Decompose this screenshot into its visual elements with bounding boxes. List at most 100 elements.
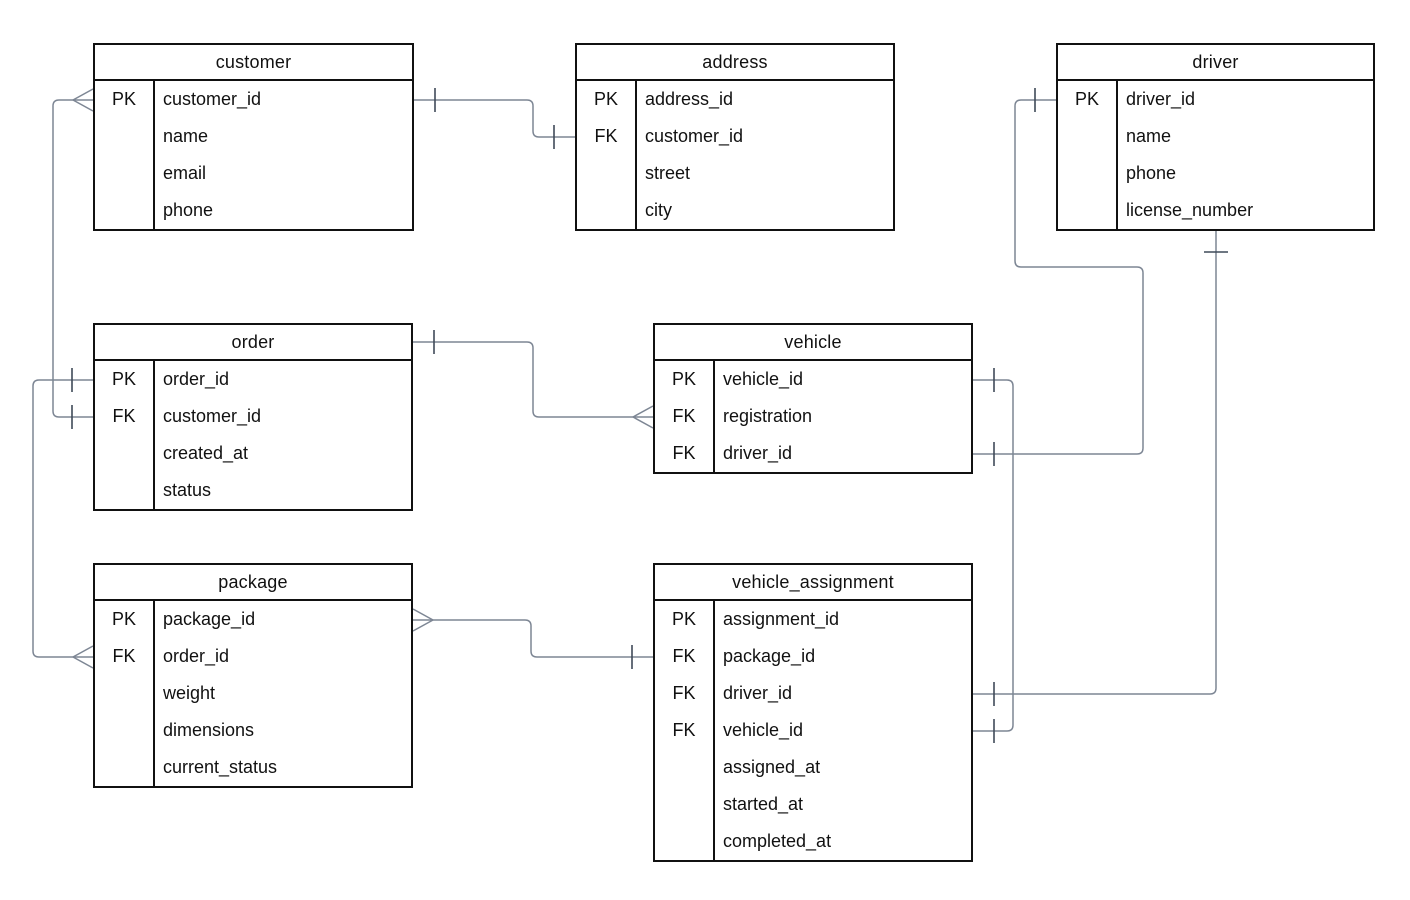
- attribute-row[interactable]: completed_at: [655, 823, 971, 860]
- cardinality-many-crowfoot-icon: [72, 88, 94, 112]
- attribute-key-label: FK: [655, 398, 715, 435]
- attribute-row[interactable]: PK package_id: [95, 601, 411, 638]
- attribute-row[interactable]: weight: [95, 675, 411, 712]
- attribute-row[interactable]: FK customer_id: [577, 118, 893, 155]
- attribute-key-label: [95, 192, 155, 229]
- attribute-row[interactable]: email: [95, 155, 412, 192]
- attribute-name: city: [645, 200, 672, 220]
- attribute-name: street: [645, 163, 691, 183]
- attribute-key-label: [655, 786, 715, 823]
- attribute-key-label: [95, 155, 155, 192]
- attribute-row[interactable]: name: [95, 118, 412, 155]
- attribute-key-label: [577, 155, 637, 192]
- attribute-name: customer_id: [163, 406, 262, 426]
- attribute-key-label: PK: [1058, 81, 1118, 118]
- attribute-key-label: [1058, 118, 1118, 155]
- attribute-row[interactable]: current_status: [95, 749, 411, 786]
- attribute-name: created_at: [163, 443, 249, 463]
- attribute-key-label: [95, 749, 155, 786]
- attribute-row[interactable]: phone: [1058, 155, 1373, 192]
- attribute-name: vehicle_id: [723, 369, 804, 389]
- cardinality-many-crowfoot-icon: [632, 405, 654, 429]
- attribute-key-label: [95, 118, 155, 155]
- relationship-customer-order[interactable]: [52, 99, 93, 418]
- attribute-row[interactable]: dimensions: [95, 712, 411, 749]
- attribute-key-label: [95, 435, 155, 472]
- attribute-name: customer_id: [645, 126, 744, 146]
- attribute-key-label: FK: [655, 712, 715, 749]
- attribute-row[interactable]: created_at: [95, 435, 411, 472]
- attribute-row[interactable]: assigned_at: [655, 749, 971, 786]
- attribute-name: email: [163, 163, 207, 183]
- attribute-name: current_status: [163, 757, 278, 777]
- attribute-name: package_id: [723, 646, 816, 666]
- entity-title: driver: [1058, 45, 1373, 81]
- entity-title: customer: [95, 45, 412, 81]
- attribute-row[interactable]: license_number: [1058, 192, 1373, 229]
- attribute-row[interactable]: street: [577, 155, 893, 192]
- attribute-key-label: PK: [577, 81, 637, 118]
- relationship-order-vehicle[interactable]: [413, 341, 653, 418]
- attribute-name: address_id: [645, 89, 734, 109]
- attribute-name: started_at: [723, 794, 804, 814]
- attribute-name: order_id: [163, 369, 230, 389]
- attribute-name: order_id: [163, 646, 230, 666]
- attribute-key-label: PK: [95, 601, 155, 638]
- attribute-key-label: FK: [577, 118, 637, 155]
- attribute-key-label: FK: [95, 638, 155, 675]
- attribute-row[interactable]: PK address_id: [577, 81, 893, 118]
- relationship-package-vehicle_assignment[interactable]: [413, 619, 653, 658]
- attribute-key-label: PK: [655, 601, 715, 638]
- attribute-name: dimensions: [163, 720, 255, 740]
- attribute-name: package_id: [163, 609, 256, 629]
- attribute-row[interactable]: phone: [95, 192, 412, 229]
- relationship-order-package[interactable]: [32, 379, 93, 658]
- relationship-vehicle-vehicle_assignment[interactable]: [973, 379, 1014, 732]
- relationship-driver-vehicle[interactable]: [973, 99, 1144, 455]
- attribute-row[interactable]: started_at: [655, 786, 971, 823]
- attribute-row[interactable]: name: [1058, 118, 1373, 155]
- attribute-name: status: [163, 480, 212, 500]
- cardinality-many-crowfoot-icon: [72, 645, 94, 669]
- cardinality-many-crowfoot-icon: [412, 608, 434, 632]
- relationship-customer-address[interactable]: [414, 99, 575, 138]
- attribute-row[interactable]: city: [577, 192, 893, 229]
- attribute-name: assigned_at: [723, 757, 821, 777]
- entity-title: address: [577, 45, 893, 81]
- attribute-name: completed_at: [723, 831, 832, 851]
- attribute-name: name: [163, 126, 209, 146]
- attribute-row[interactable]: status: [95, 472, 411, 509]
- attribute-key-label: [95, 472, 155, 509]
- attribute-row[interactable]: PK assignment_id: [655, 601, 971, 638]
- relationship-driver-vehicle_assignment[interactable]: [973, 231, 1217, 695]
- attribute-key-label: [655, 749, 715, 786]
- attribute-name: phone: [163, 200, 214, 220]
- attribute-name: assignment_id: [723, 609, 840, 629]
- attribute-row[interactable]: FK order_id: [95, 638, 411, 675]
- attribute-name: name: [1126, 126, 1172, 146]
